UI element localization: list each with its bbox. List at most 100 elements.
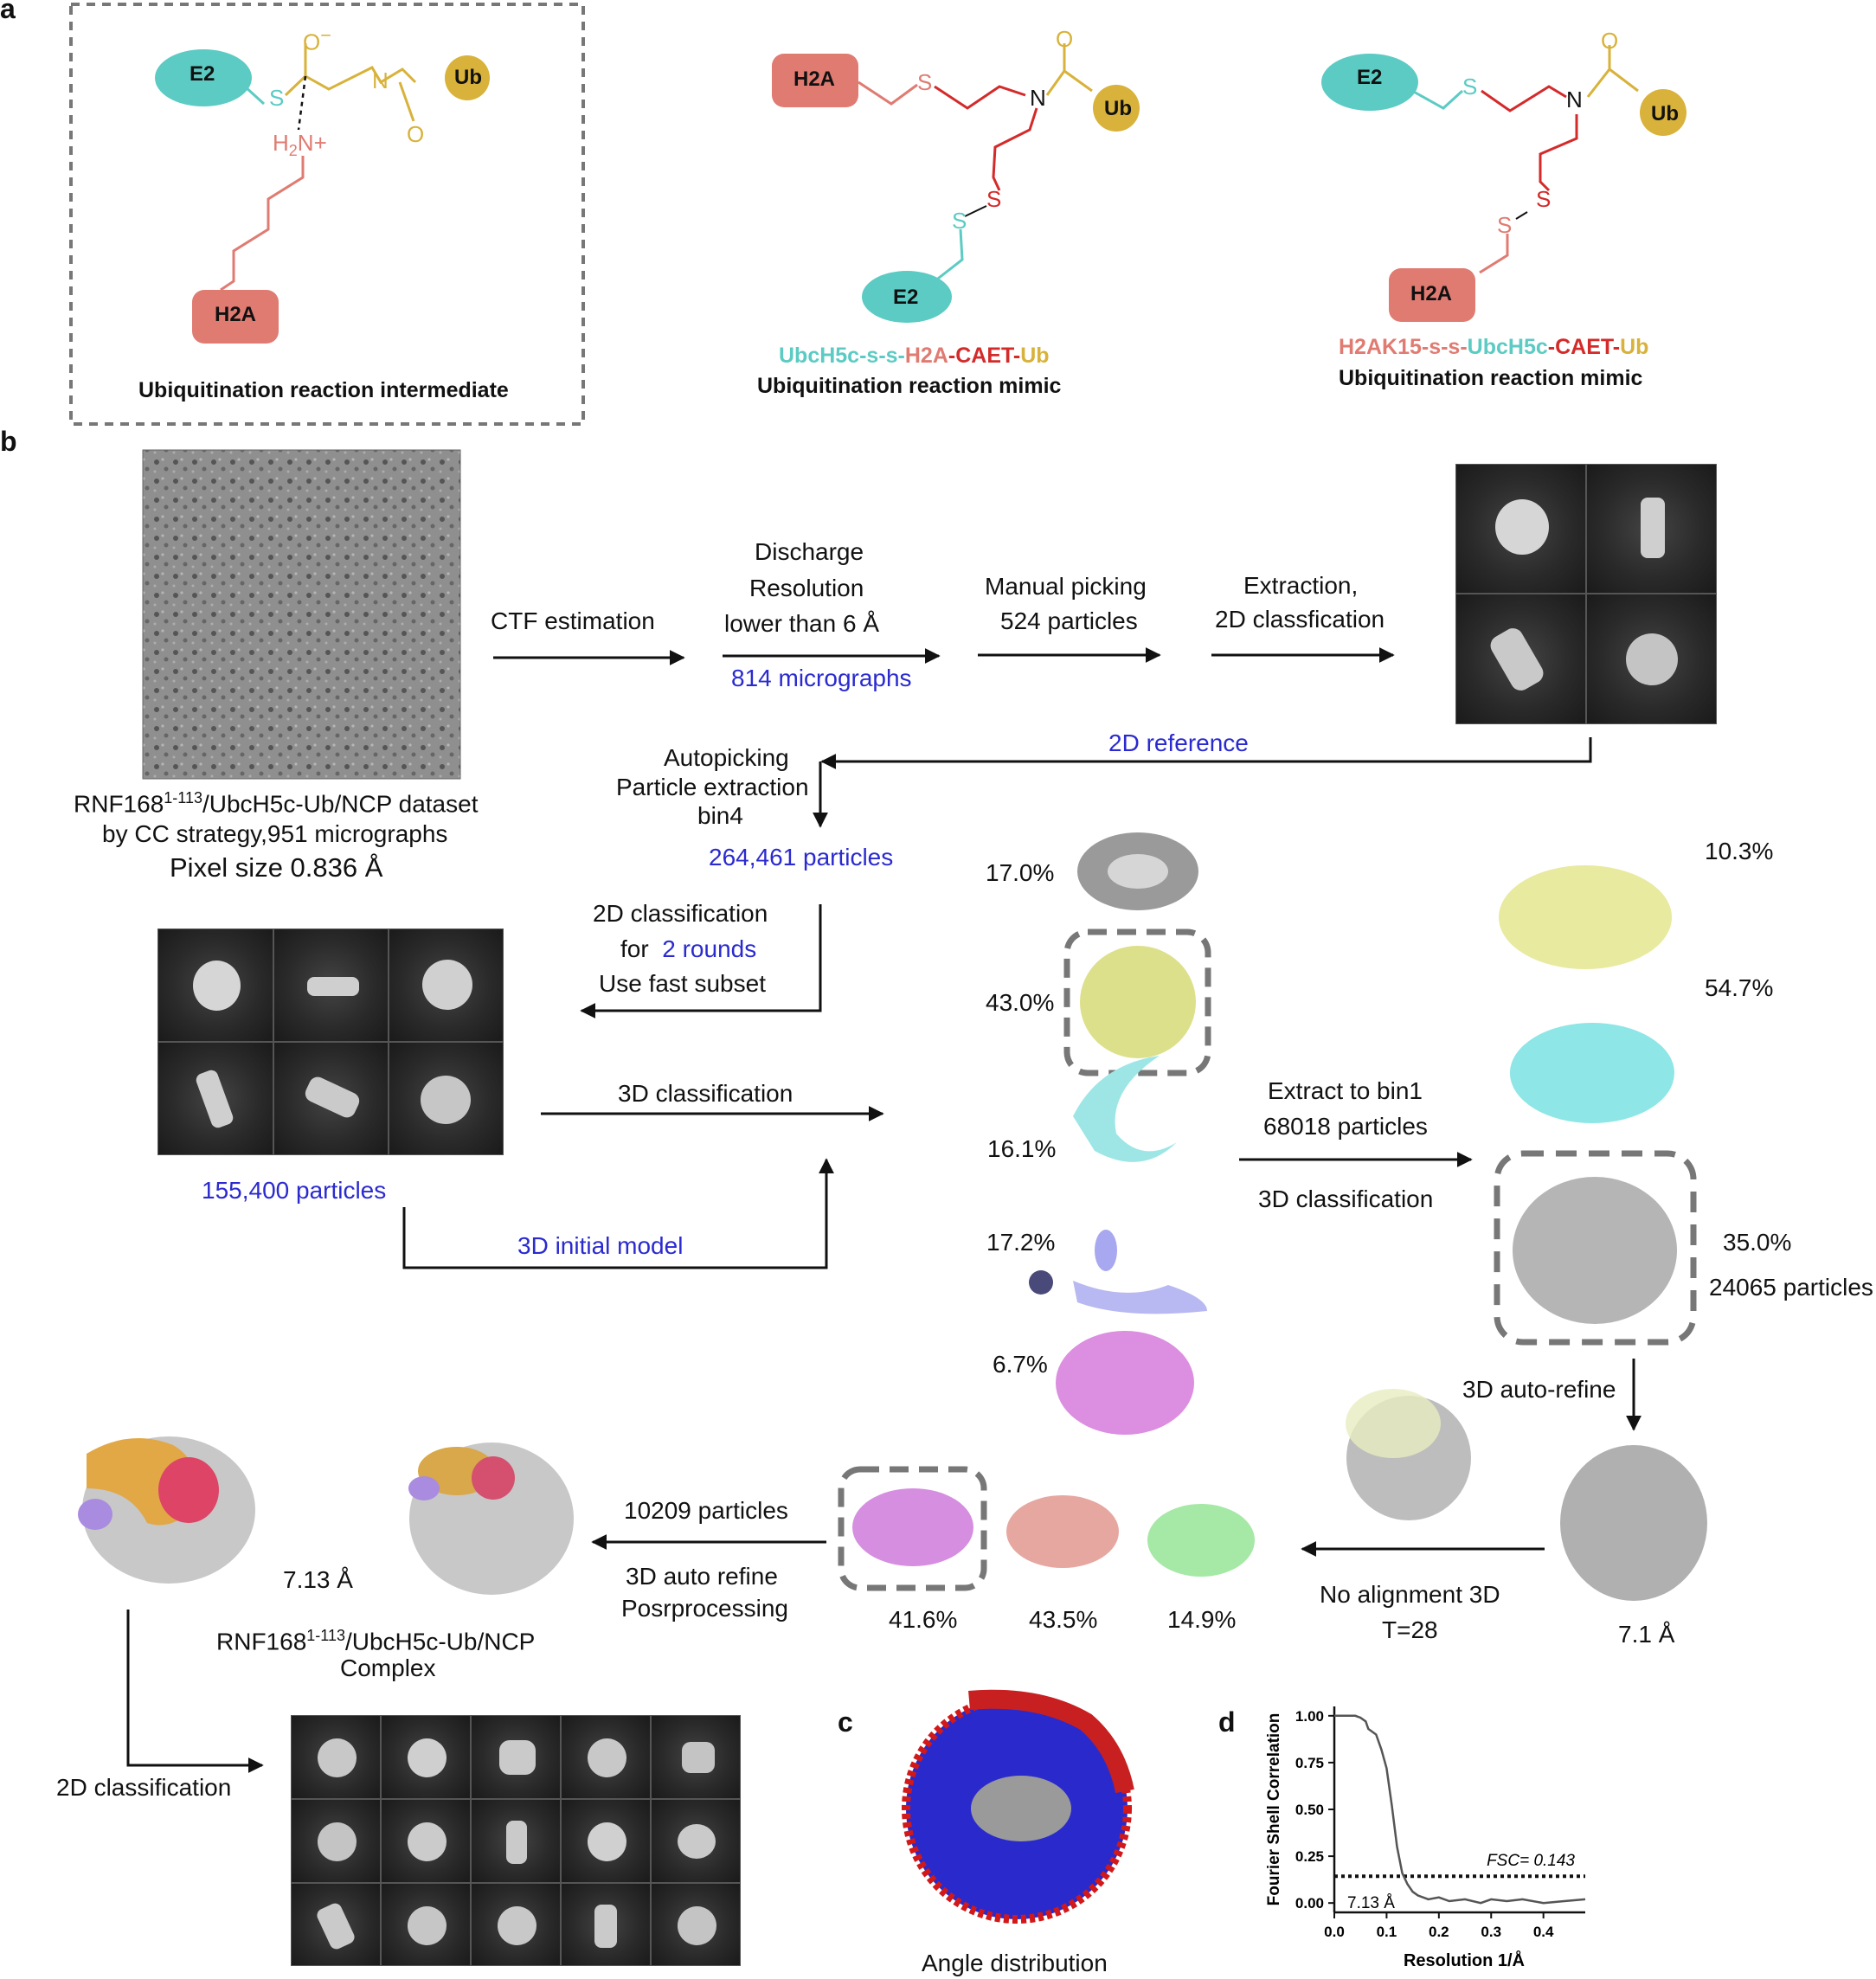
y-axis-title: Fourier Shell Correlation <box>1265 1713 1283 1906</box>
refine-line-2: Posrprocessing <box>621 1595 788 1622</box>
intermediate-dashed-box <box>69 3 585 426</box>
map-second-1 <box>1499 865 1672 969</box>
ub-label: Ub <box>1104 97 1132 120</box>
particles-264461: 264,461 particles <box>709 844 894 871</box>
sulfur-label-2: S <box>986 186 1002 212</box>
dashed-box-second-3 <box>1494 1150 1697 1346</box>
refine-line-1: 3D auto refine <box>626 1563 778 1590</box>
first-class-pct-1: 17.0% <box>986 859 1055 886</box>
ub-circle <box>1640 89 1686 136</box>
dataset-line-1: RNF1681-113/UbcH5c-Ub/NCP dataset <box>74 789 479 818</box>
name-part: -CAET- <box>1547 335 1621 359</box>
class2d-line-3: Use fast subset <box>599 970 766 997</box>
oxygen-label: O <box>1056 26 1074 52</box>
complex-line-2: Complex <box>340 1655 436 1681</box>
map-mask-overlay <box>1346 1389 1441 1458</box>
micrographs-count: 814 micrographs <box>731 665 912 691</box>
y-tick-label: 1.00 <box>1295 1708 1324 1725</box>
class-average <box>194 1068 235 1130</box>
e2-label: E2 <box>1357 66 1383 89</box>
model-red <box>158 1457 219 1523</box>
extract-bin1-line-2: 68018 particles <box>1263 1113 1428 1140</box>
extraction-line-1: Extraction, <box>1243 572 1359 599</box>
particles-155400: 155,400 particles <box>202 1177 387 1204</box>
x-tick-label: 0.0 <box>1324 1924 1345 1940</box>
map-final-ub <box>408 1476 440 1500</box>
x-axis-title: Resolution 1/Å <box>1404 1950 1525 1970</box>
ub-circle <box>1093 85 1140 132</box>
e2-ellipse <box>155 49 252 106</box>
name-part: Ub <box>1620 335 1649 359</box>
name-part: H2AK15-s-s- <box>1339 335 1468 359</box>
first-class-pct-5: 6.7% <box>993 1351 1048 1378</box>
h2a-box <box>772 54 858 107</box>
class-average <box>1487 624 1547 695</box>
arrow-2d-reference <box>820 737 1592 769</box>
angle-map <box>971 1776 1071 1841</box>
density-maps <box>78 832 1707 1924</box>
y-tick-label: 0.00 <box>1295 1895 1324 1912</box>
particles-10209: 10209 particles <box>624 1497 788 1524</box>
class-average <box>1641 498 1665 558</box>
sulfur-label: S <box>269 85 285 111</box>
panel-label-b: b <box>0 426 17 457</box>
discharge-line-1: Discharge <box>755 538 864 565</box>
sulfur-label: S <box>917 69 933 95</box>
dashed-box-third-1 <box>838 1466 987 1591</box>
y-tick-label: 0.25 <box>1295 1848 1324 1865</box>
y-tick-label: 0.50 <box>1295 1802 1324 1818</box>
autopick-line-3: bin4 <box>697 802 743 829</box>
map-final-rnf <box>472 1456 515 1500</box>
x-tick-label: 0.2 <box>1429 1924 1449 1940</box>
complex-line-1: RNF1681-113/UbcH5c-Ub/NCP <box>216 1627 536 1655</box>
discharge-line-2: Resolution <box>749 575 864 601</box>
sulfur-label-2: S <box>1536 186 1552 212</box>
sulfur-label-3: S <box>952 208 967 234</box>
discharge-line-3: lower than 6 Å <box>724 610 879 637</box>
ub-label: Ub <box>1651 102 1679 125</box>
oxygen-minus-label: O− <box>303 24 331 55</box>
manual-picking-line-1: Manual picking <box>985 573 1147 600</box>
first-class-pct-3: 16.1% <box>987 1135 1057 1162</box>
mimic-1-caption: Ubiquitination reaction mimic <box>757 374 1062 398</box>
class-average <box>422 960 472 1010</box>
ub-label: Ub <box>454 66 482 89</box>
class-average <box>307 977 359 996</box>
pixel-size: Pixel size 0.836 Å <box>170 852 383 883</box>
model-purple <box>78 1499 112 1530</box>
no-align-line-2: T=28 <box>1382 1616 1438 1643</box>
h2a-label: H2A <box>793 67 836 91</box>
nitrogen-label: N <box>1030 85 1046 111</box>
x-tick-label: 0.3 <box>1481 1924 1501 1940</box>
oxygen-label: O <box>407 121 425 147</box>
name-part: H2A <box>904 344 948 368</box>
intermediate-caption: Ubiquitination reaction intermediate <box>138 378 509 402</box>
h2a-box <box>1389 268 1475 322</box>
class-2d-grid-manual <box>1455 464 1717 724</box>
class-2d-grid-rounds <box>157 928 504 1155</box>
map-class-5 <box>1056 1331 1194 1435</box>
threshold-label: FSC= 0.143 <box>1487 1852 1575 1870</box>
first-class-pct-2: 43.0% <box>986 989 1055 1016</box>
mimic-2-name: H2AK15-s-s-UbcH5c-CAET-Ub <box>1339 335 1648 360</box>
map-class-4c <box>1073 1281 1207 1314</box>
manual-picking-line-2: 524 particles <box>1000 607 1138 634</box>
sulfur-label: S <box>1462 74 1478 100</box>
mimic-1-name: UbcH5c-s-s-H2A-CAET-Ub <box>779 344 1050 369</box>
initial-model-label: 3D initial model <box>517 1232 684 1259</box>
map-third-2 <box>1006 1495 1119 1568</box>
resolution-annotation: 7.13 Å <box>1347 1894 1395 1912</box>
map-class-4b <box>1029 1270 1053 1295</box>
x-tick-label: 0.1 <box>1377 1924 1397 1940</box>
amine-label: H2N+ <box>273 130 327 160</box>
angle-distribution-caption: Angle distribution <box>922 1950 1108 1976</box>
mimic-2-caption: Ubiquitination reaction mimic <box>1339 366 1643 390</box>
class-2d-grid-final <box>291 1715 741 1966</box>
panel-label-d: d <box>1218 1706 1236 1738</box>
second-class-pct-1: 10.3% <box>1705 838 1774 864</box>
class2d-line-2: for 2 rounds <box>620 935 757 962</box>
class-average <box>1626 633 1678 685</box>
e2-ellipse <box>1321 54 1418 111</box>
map-third-1 <box>852 1488 973 1566</box>
h2a-label: H2A <box>1410 282 1453 305</box>
